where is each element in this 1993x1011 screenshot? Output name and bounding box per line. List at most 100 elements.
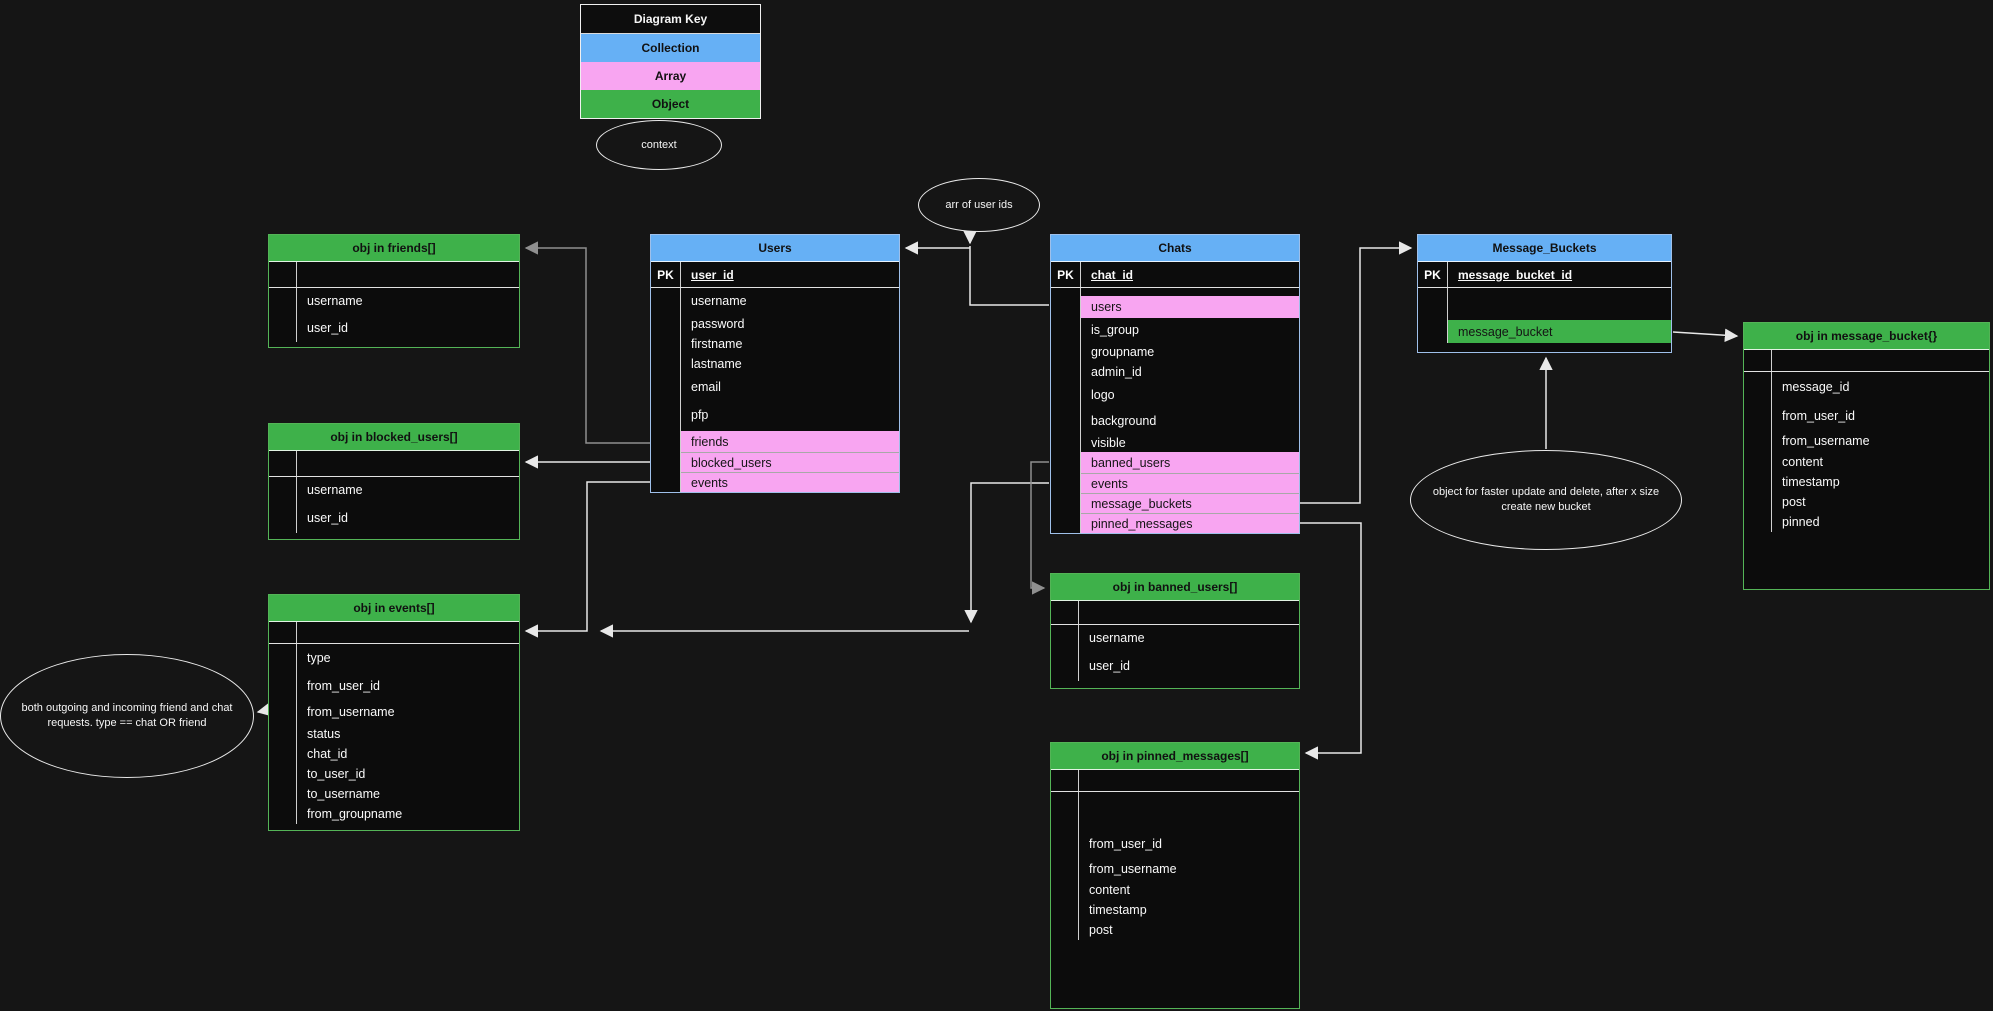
row-spacer[interactable] xyxy=(1051,288,1299,296)
row-type[interactable]: type xyxy=(269,644,519,672)
row-from_user_id[interactable]: from_user_id xyxy=(269,672,519,700)
field-label: pinned_messages xyxy=(1081,513,1299,533)
row-message_buckets[interactable]: message_buckets xyxy=(1051,493,1299,513)
row-users[interactable]: users xyxy=(1051,296,1299,318)
row-status[interactable]: status xyxy=(269,724,519,744)
row-user_id[interactable]: user_id xyxy=(1051,651,1299,681)
row-message_id[interactable]: message_id xyxy=(1744,372,1989,402)
edge-chats-users-elbow[interactable] xyxy=(969,246,1049,306)
row-email[interactable]: email xyxy=(651,374,899,399)
requests-note[interactable]: both outgoing and incoming friend and ch… xyxy=(0,654,254,778)
row-events[interactable]: events xyxy=(651,472,899,492)
row-from_groupname[interactable]: from_groupname xyxy=(269,804,519,824)
table-header[interactable]: obj in message_bucket{} xyxy=(1744,323,1989,350)
table-header[interactable]: obj in friends[] xyxy=(269,235,519,262)
row-username[interactable]: username xyxy=(269,477,519,503)
table-header[interactable]: Users xyxy=(651,235,899,262)
row-pinned[interactable]: pinned xyxy=(1744,512,1989,532)
row-message_bucket[interactable]: message_bucket xyxy=(1418,320,1671,343)
row-banned_users[interactable]: banned_users xyxy=(1051,452,1299,473)
row-lastname[interactable]: lastname xyxy=(651,354,899,374)
row-timestamp[interactable]: timestamp xyxy=(1051,900,1299,920)
row-pk-empty[interactable] xyxy=(1051,601,1299,625)
row-firstname[interactable]: firstname xyxy=(651,334,899,354)
field-label: from_username xyxy=(1782,434,1870,448)
table-header[interactable]: obj in banned_users[] xyxy=(1051,574,1299,601)
row-pk-empty[interactable] xyxy=(269,451,519,477)
row-logo[interactable]: logo xyxy=(1051,382,1299,408)
row-groupname[interactable]: groupname xyxy=(1051,342,1299,362)
row-post[interactable]: post xyxy=(1051,920,1299,940)
row-username[interactable]: username xyxy=(651,288,899,314)
row-username[interactable]: username xyxy=(1051,625,1299,651)
row-background[interactable]: background xyxy=(1051,408,1299,433)
bucket-note[interactable]: object for faster update and delete, aft… xyxy=(1410,450,1682,550)
edge-users-events-to-obj[interactable] xyxy=(524,481,650,638)
context-note[interactable]: context xyxy=(596,120,722,170)
pk-cell xyxy=(269,314,297,342)
row-pk-empty[interactable] xyxy=(269,622,519,644)
row-spacer xyxy=(1418,343,1671,352)
table-header[interactable]: Chats xyxy=(1051,235,1299,262)
field-label: visible xyxy=(1091,435,1126,450)
row-password[interactable]: password xyxy=(651,314,899,334)
row-admin_id[interactable]: admin_id xyxy=(1051,362,1299,382)
row-from_username[interactable]: from_username xyxy=(269,700,519,724)
table-header[interactable]: Message_Buckets xyxy=(1418,235,1671,262)
table-header[interactable]: obj in events[] xyxy=(269,595,519,622)
edge-bucket-row-to-obj[interactable] xyxy=(1672,328,1739,342)
row-visible[interactable]: visible xyxy=(1051,433,1299,452)
row-to_user_id[interactable]: to_user_id xyxy=(269,764,519,784)
row-pk-empty[interactable] xyxy=(269,262,519,288)
row-to_username[interactable]: to_username xyxy=(269,784,519,804)
edge-chats-pinned-to-obj[interactable] xyxy=(1300,522,1362,760)
field-label xyxy=(297,342,519,347)
row-spacer[interactable] xyxy=(1051,792,1299,830)
row-pinned_messages[interactable]: pinned_messages xyxy=(1051,513,1299,533)
row-username[interactable]: username xyxy=(269,288,519,314)
row-pk-empty[interactable] xyxy=(1744,350,1989,372)
row-content[interactable]: content xyxy=(1051,880,1299,900)
row-from_username[interactable]: from_username xyxy=(1051,858,1299,880)
edge-users-friends-to-obj[interactable] xyxy=(524,241,650,444)
row-timestamp[interactable]: timestamp xyxy=(1744,472,1989,492)
diagram-key-item-collection[interactable]: Collection xyxy=(581,34,760,62)
row-pfp[interactable]: pfp xyxy=(651,399,899,431)
table-header[interactable]: obj in blocked_users[] xyxy=(269,424,519,451)
row-blocked_users[interactable]: blocked_users xyxy=(651,452,899,472)
row-user_id[interactable]: user_id xyxy=(269,503,519,533)
row-pk-empty[interactable] xyxy=(1051,770,1299,792)
row-events[interactable]: events xyxy=(1051,473,1299,493)
row-from_username[interactable]: from_username xyxy=(1744,430,1989,452)
table-header[interactable]: obj in pinned_messages[] xyxy=(1051,743,1299,770)
edge-events-to-requests-note[interactable] xyxy=(256,702,272,717)
row-chat_id[interactable]: chat_id xyxy=(269,744,519,764)
row-from_user_id[interactable]: from_user_id xyxy=(1744,402,1989,430)
edge-chats-banned-to-obj[interactable] xyxy=(1030,461,1049,595)
row-friends[interactable]: friends xyxy=(651,431,899,452)
row-from_user_id[interactable]: from_user_id xyxy=(1051,830,1299,858)
row-content[interactable]: content xyxy=(1744,452,1989,472)
row-spacer[interactable] xyxy=(1418,288,1671,320)
diagram-key-item-object[interactable]: Object xyxy=(581,90,760,118)
row-is_group[interactable]: is_group xyxy=(1051,318,1299,342)
row-post[interactable]: post xyxy=(1744,492,1989,512)
diagram-key-item-array[interactable]: Array xyxy=(581,62,760,90)
arr-of-user-ids-note[interactable]: arr of user ids xyxy=(918,178,1040,232)
edge-chats-events-down[interactable] xyxy=(964,482,1049,624)
row-user_id[interactable]: user_id xyxy=(269,314,519,342)
edge-chats-mb-to-message-buckets[interactable] xyxy=(1300,241,1413,504)
